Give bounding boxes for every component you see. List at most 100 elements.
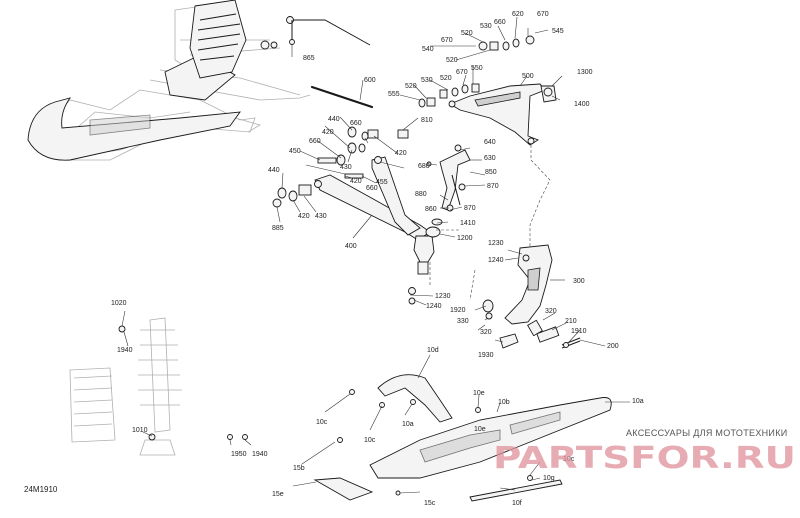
label-1910: 1910 xyxy=(571,328,587,335)
label-680: 680 xyxy=(418,163,430,170)
label-440: 440 xyxy=(268,167,280,174)
label-1410: 1410 xyxy=(460,220,476,227)
label-10a: 10a xyxy=(402,421,414,428)
label-870: 870 xyxy=(487,183,499,190)
shock-absorber-ghost xyxy=(69,317,248,456)
label-640: 640 xyxy=(484,139,496,146)
label-320: 320 xyxy=(545,308,557,315)
label-10c: 10c xyxy=(316,419,328,426)
label-660: 660 xyxy=(309,138,321,145)
label-1200: 1200 xyxy=(457,235,473,242)
label-1940: 1940 xyxy=(117,347,133,354)
label-420: 420 xyxy=(298,213,310,220)
label-670: 670 xyxy=(456,69,468,76)
label-10b: 10b xyxy=(498,399,510,406)
label-520: 520 xyxy=(461,30,473,37)
leader-lines xyxy=(121,16,630,494)
label-550: 550 xyxy=(471,65,483,72)
label-420: 420 xyxy=(322,129,334,136)
label-420: 420 xyxy=(395,150,407,157)
label-500: 500 xyxy=(522,73,534,80)
label-520: 520 xyxy=(405,83,417,90)
label-1020: 1020 xyxy=(111,300,127,307)
ski-assembly xyxy=(313,374,612,502)
label-1240: 1240 xyxy=(426,303,442,310)
diagram-reference-code: 24M1910 xyxy=(24,485,58,494)
label-15b: 15b xyxy=(293,465,305,472)
label-520: 520 xyxy=(446,57,458,64)
label-660: 660 xyxy=(366,185,378,192)
label-455: 455 xyxy=(376,179,388,186)
label-10e: 10e xyxy=(474,426,486,433)
label-400: 400 xyxy=(345,243,357,250)
label-450: 450 xyxy=(289,148,301,155)
dashed-leaders xyxy=(429,145,551,301)
label-1010: 1010 xyxy=(132,427,148,434)
label-15c: 15c xyxy=(424,500,436,507)
label-10g: 10g xyxy=(543,475,555,482)
label-620: 620 xyxy=(512,11,524,18)
label-1940: 1940 xyxy=(252,451,268,458)
spindle-300 xyxy=(504,244,553,325)
watermark-logo: PARTSFOR.RU xyxy=(493,441,796,476)
label-1950: 1950 xyxy=(231,451,247,458)
label-670: 670 xyxy=(537,11,549,18)
label-810: 810 xyxy=(421,117,433,124)
label-10c: 10c xyxy=(364,437,376,444)
label-630: 630 xyxy=(484,155,496,162)
label-10c: 10c xyxy=(563,456,575,463)
watermark-tagline: АКСЕССУАРЫ ДЛЯ МОТОТЕХНИКИ xyxy=(626,428,788,438)
label-1230: 1230 xyxy=(435,293,451,300)
label-1930: 1930 xyxy=(478,352,494,359)
bolt-1230-1240 xyxy=(408,287,416,305)
upper-hardware-stack xyxy=(397,35,535,139)
label-885: 885 xyxy=(272,225,284,232)
label-15e: 15e xyxy=(272,491,284,498)
ball-joint-1200 xyxy=(425,218,443,238)
watermark: АКСЕССУАРЫ ДЛЯ МОТОТЕХНИКИ PARTSFOR.RU xyxy=(493,428,796,476)
label-850: 850 xyxy=(485,169,497,176)
label-870: 870 xyxy=(464,205,476,212)
label-10d: 10d xyxy=(427,347,439,354)
part-labels: 660 620 670 530 520 545 670 540 520 550 … xyxy=(111,11,644,507)
label-670: 670 xyxy=(441,37,453,44)
label-600: 600 xyxy=(364,77,376,84)
label-1230: 1230 xyxy=(488,240,504,247)
label-10e: 10e xyxy=(473,390,485,397)
label-10a: 10a xyxy=(632,398,644,405)
label-420: 420 xyxy=(350,178,362,185)
label-330: 330 xyxy=(457,318,469,325)
label-555: 555 xyxy=(388,91,400,98)
label-530: 530 xyxy=(480,23,492,30)
label-660: 660 xyxy=(494,19,506,26)
label-865: 865 xyxy=(303,55,315,62)
label-860: 860 xyxy=(425,206,437,213)
label-880: 880 xyxy=(415,191,427,198)
stabilizer-link-865 xyxy=(286,16,371,46)
label-430: 430 xyxy=(315,213,327,220)
label-430: 430 xyxy=(340,164,352,171)
spindle-pin-200 xyxy=(527,319,581,349)
label-1300: 1300 xyxy=(577,69,593,76)
stabilizer-bracket xyxy=(426,144,471,212)
tie-rod-600 xyxy=(310,85,374,109)
lower-hardware-stack xyxy=(272,126,379,208)
label-520: 520 xyxy=(440,75,452,82)
label-1920: 1920 xyxy=(450,307,466,314)
label-300: 300 xyxy=(573,278,585,285)
shock-absorber-top xyxy=(189,0,278,79)
label-530: 530 xyxy=(421,77,433,84)
lower-a-arm-400 xyxy=(314,156,435,275)
label-320: 320 xyxy=(480,329,492,336)
label-540: 540 xyxy=(422,46,434,53)
label-10f: 10f xyxy=(512,500,522,507)
label-660: 660 xyxy=(350,120,362,127)
label-1400: 1400 xyxy=(574,101,590,108)
label-210: 210 xyxy=(565,318,577,325)
upper-a-arm-500 xyxy=(448,83,546,146)
label-1240: 1240 xyxy=(488,257,504,264)
label-440: 440 xyxy=(328,116,340,123)
bushing-320-330 xyxy=(482,299,519,349)
ball-joint-1300 xyxy=(540,85,557,103)
